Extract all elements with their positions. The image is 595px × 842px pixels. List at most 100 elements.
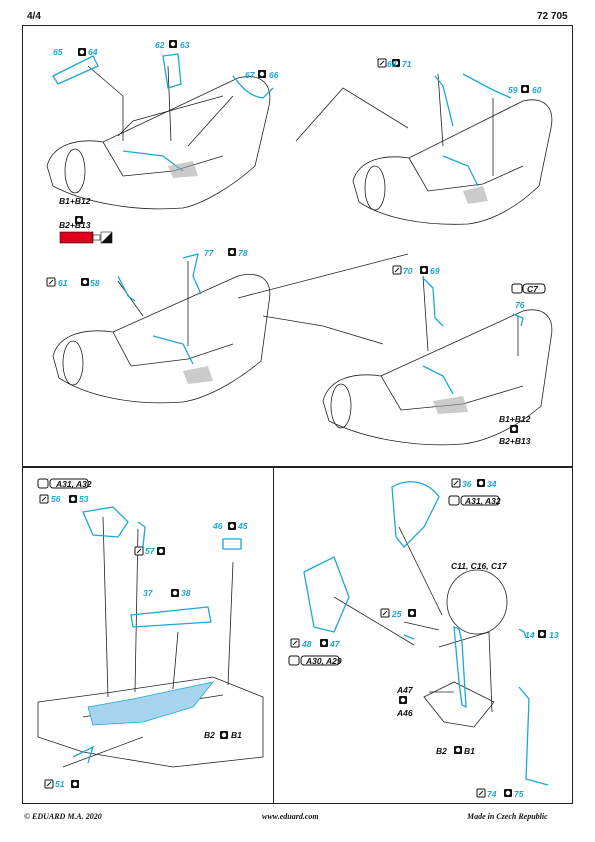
fuselage-nose-2 [364,165,386,211]
label-77: 77 [204,248,215,258]
panel-bottom-right-drawing: 36 34 A31, A32 C11, C16, C17 25 14 13 48… [288,478,559,799]
fuselage-nose-1 [64,148,86,194]
paint-swatch-red [59,231,94,244]
part-25 [403,634,415,640]
part-51 [72,745,95,764]
label-53: 53 [79,494,89,504]
part-67-66 [232,75,274,99]
panel-bottom-right-seat: 36 34 A31, A32 C11, C16, C17 25 14 13 48… [273,466,573,804]
label-68: 68 [387,59,397,69]
flow-arrow-1 [295,87,409,142]
seat-floor-plate [423,681,495,728]
bend-symbol-icons [46,40,546,433]
kit-code: 72 705 [537,11,568,22]
flow-arrow-2 [237,253,409,299]
footer-origin: Made in Czech Republic [467,812,548,821]
cockpit-floor-4 [380,375,524,411]
part-77-78 [182,253,202,295]
label-a30-a29: A30, A29 [305,656,342,666]
page-number: 4/4 [27,11,41,22]
footer-website: www.eduard.com [262,812,319,821]
cockpit-floor-2 [408,157,524,192]
part-56-53 [82,506,129,538]
label-37: 37 [143,588,154,598]
fuselage-outline-1 [46,76,271,210]
label-70: 70 [403,266,413,276]
label-71: 71 [402,59,412,69]
floor-outline [37,676,264,768]
label-a31-a32: A31, A32 [464,496,501,506]
part-36-34 [391,481,440,548]
part-59-60 [462,73,512,99]
bend-symbol-icons-2 [37,478,236,789]
part-14-13 [518,628,527,638]
label-65: 65 [53,47,63,57]
part-cockpit-2 [442,155,479,187]
part-61-58 [117,275,136,302]
label-13: 13 [549,630,559,640]
label-a46: A46 [396,708,413,718]
label-76: 76 [515,300,525,310]
label-b2: B2 [436,746,447,756]
label-45: 45 [237,521,248,531]
floor-part-highlight [87,681,215,726]
label-58: 58 [90,278,100,288]
label-b1: B1 [231,730,242,740]
label-61: 61 [58,278,68,288]
label-51: 51 [55,779,65,789]
part-cockpit-4 [422,365,454,395]
label-b1-b12-right: B1+B12 [499,414,531,424]
label-46: 46 [212,521,223,531]
panel-top-fuselage-steps: 65 64 62 63 67 66 68 71 59 60 B1+B12 B2+… [22,25,573,468]
fuselage-nose-4 [330,383,352,429]
label-48: 48 [301,639,312,649]
fuselage-outline-3 [52,274,271,404]
part-48-47 [303,556,350,633]
label-b1: B1 [464,746,475,756]
label-67: 67 [245,70,256,80]
part-cockpit-3 [152,335,194,365]
label-c7: C7 [527,284,539,294]
part-74-75 [518,686,549,786]
label-78: 78 [238,248,248,258]
panel-bottom-left-drawing: A31, A32 56 53 57 46 45 37 38 B2 B1 51 [37,478,264,789]
part-46-45 [222,538,242,550]
footer-copyright: © EDUARD M.A. 2020 [24,812,102,821]
label-38: 38 [181,588,191,598]
panel-top-drawing: 65 64 62 63 67 66 68 71 59 60 B1+B12 B2+… [46,40,553,446]
part-68-71 [434,75,454,127]
label-a47: A47 [396,685,414,695]
panel-bottom-left-floor: A31, A32 56 53 57 46 45 37 38 B2 B1 51 [22,466,274,804]
label-62: 62 [155,40,165,50]
label-b2-b13-left: B2+B13 [59,220,91,230]
label-64: 64 [88,47,98,57]
label-b1-b12-left: B1+B12 [59,196,91,206]
bend-symbol-icons-3 [288,478,546,798]
label-b2: B2 [204,730,215,740]
fuselage-outline-4 [322,309,553,446]
cockpit-floor-3 [112,331,234,367]
label-57: 57 [145,546,156,556]
part-62-63 [162,53,182,89]
fuselage-nose-3 [62,340,84,386]
part-57 [137,521,146,548]
part-65-64 [52,55,99,85]
label-69: 69 [430,266,440,276]
label-a31-a32: A31, A32 [55,479,92,489]
fuselage-outline-2 [352,99,553,225]
label-47: 47 [329,639,341,649]
label-b2-b13-right: B2+B13 [499,436,531,446]
cockpit-floor-1 [102,141,224,177]
paint-swatch-diagonal [101,232,112,243]
part-76 [512,313,524,327]
label-56: 56 [51,494,61,504]
seat-back-disc [446,569,508,635]
label-14: 14 [525,630,535,640]
label-c11-c16-c17: C11, C16, C17 [451,561,508,571]
label-36: 36 [462,479,472,489]
label-59: 59 [508,85,518,95]
part-seat-strap [453,626,467,709]
label-25: 25 [391,609,402,619]
paint-swatch-connector [92,234,101,241]
label-60: 60 [532,85,542,95]
